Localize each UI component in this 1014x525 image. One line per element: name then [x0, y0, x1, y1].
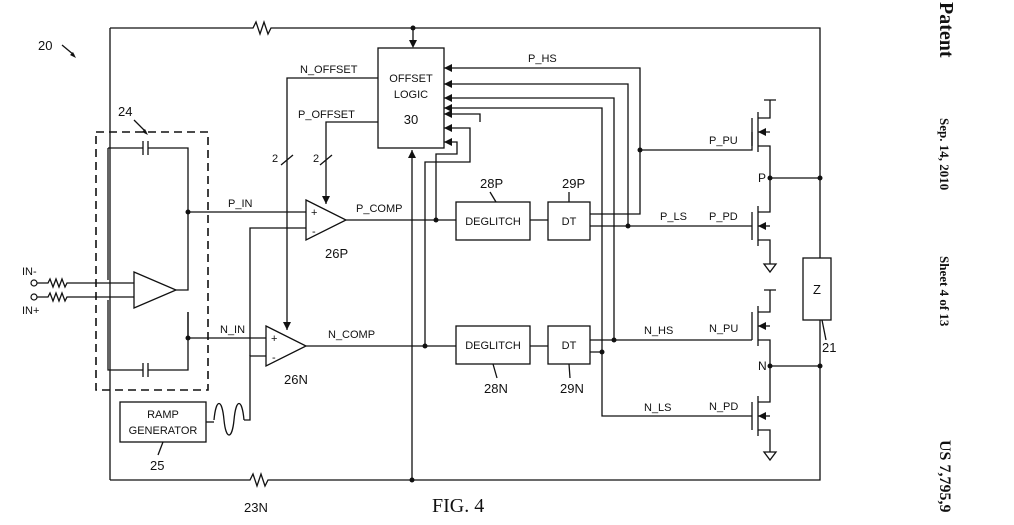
p-comp-label: P_COMP — [356, 203, 402, 215]
patent-header: Patent Sep. 14, 2010 Sheet 4 of 13 US 7,… — [935, 2, 957, 512]
load-z: Z — [802, 257, 832, 321]
p-ls-label: P_LS — [660, 211, 687, 223]
n-comp-feedback — [424, 127, 471, 346]
comparator-n-plus: + — [271, 333, 277, 345]
comparator-p-ref: 26P — [325, 246, 348, 261]
p-hs-label: P_HS — [528, 53, 557, 65]
n-in-label: N_IN — [220, 324, 245, 336]
n-offset-bus — [286, 77, 378, 330]
input-pos-label: IN+ — [22, 305, 39, 317]
ramp-label-1: RAMP — [147, 409, 179, 421]
comparator-p-minus: - — [312, 226, 316, 238]
deglitch-p-ref: 28P — [480, 176, 503, 191]
integrator-block-24 — [95, 131, 209, 391]
n-comp-label: N_COMP — [328, 329, 375, 341]
deglitch-28p: DEGLITCH — [455, 201, 531, 241]
deglitch-28n: DEGLITCH — [455, 325, 531, 365]
p-offset-label: P_OFFSET — [298, 109, 355, 121]
offset-logic-block: OFFSET LOGIC 30 — [377, 47, 445, 149]
n-offset-width: 2 — [272, 153, 278, 165]
comparator-n-minus: - — [272, 352, 276, 364]
n-hs-label: N_HS — [644, 325, 673, 337]
ramp-waveform-icon — [213, 402, 245, 436]
comparator-26p: + - — [305, 198, 348, 242]
dt-n-label: DT — [562, 340, 577, 352]
p-pu-label: P_PU — [709, 135, 738, 147]
comparator-26n: + - — [265, 324, 308, 368]
output-bridge-n — [751, 289, 823, 462]
deglitch-n-ref: 28N — [484, 381, 508, 396]
node-n-label: N — [758, 359, 767, 373]
dt-p-ref: 29P — [562, 176, 585, 191]
dt-29p: DT — [547, 201, 591, 241]
figure-caption: FIG. 4 — [432, 495, 484, 517]
n-offset-label: N_OFFSET — [300, 64, 358, 76]
bottom-feedback-wire — [110, 150, 821, 489]
header-patent-number: US 7,795,9 — [936, 440, 953, 512]
n-pu-label: N_PU — [709, 323, 738, 335]
offset-label-2: LOGIC — [394, 89, 428, 101]
ref-21: 21 — [822, 340, 836, 355]
deglitch-n-label: DEGLITCH — [465, 340, 521, 352]
header-sheet: Sheet 4 of 13 — [937, 256, 952, 327]
input-neg-label: IN- — [22, 266, 37, 278]
top-feedback-wire — [109, 19, 821, 480]
header-publisher: Patent — [935, 2, 957, 58]
n-ls-label: N_LS — [644, 402, 672, 414]
header-date: Sep. 14, 2010 — [937, 118, 952, 190]
p-comp-feedback — [435, 141, 458, 220]
dt-n-ref: 29N — [560, 381, 584, 396]
ref-20: 20 — [38, 38, 52, 53]
offset-label-1: OFFSET — [389, 73, 433, 85]
load-label: Z — [813, 282, 821, 297]
p-offset-width: 2 — [313, 153, 319, 165]
p-pd-label: P_PD — [709, 211, 738, 223]
differential-inputs — [30, 277, 134, 303]
ramp-label-2: GENERATOR — [129, 425, 198, 437]
offset-ref: 30 — [404, 112, 418, 127]
node-p-label: P — [758, 171, 766, 185]
ref-24: 24 — [118, 104, 132, 119]
comparator-n-ref: 26N — [284, 372, 308, 387]
ref-23n: 23N — [244, 500, 268, 515]
gate-drive-wires — [444, 64, 753, 417]
dt-29n: DT — [547, 325, 591, 365]
n-pd-label: N_PD — [709, 401, 738, 413]
comparator-p-plus: + — [311, 207, 317, 219]
output-bridge-p — [751, 99, 823, 274]
deglitch-p-label: DEGLITCH — [465, 216, 521, 228]
dt-p-label: DT — [562, 216, 577, 228]
p-in-label: P_IN — [228, 198, 253, 210]
p-offset-bus — [325, 121, 378, 204]
ramp-ref: 25 — [150, 458, 164, 473]
